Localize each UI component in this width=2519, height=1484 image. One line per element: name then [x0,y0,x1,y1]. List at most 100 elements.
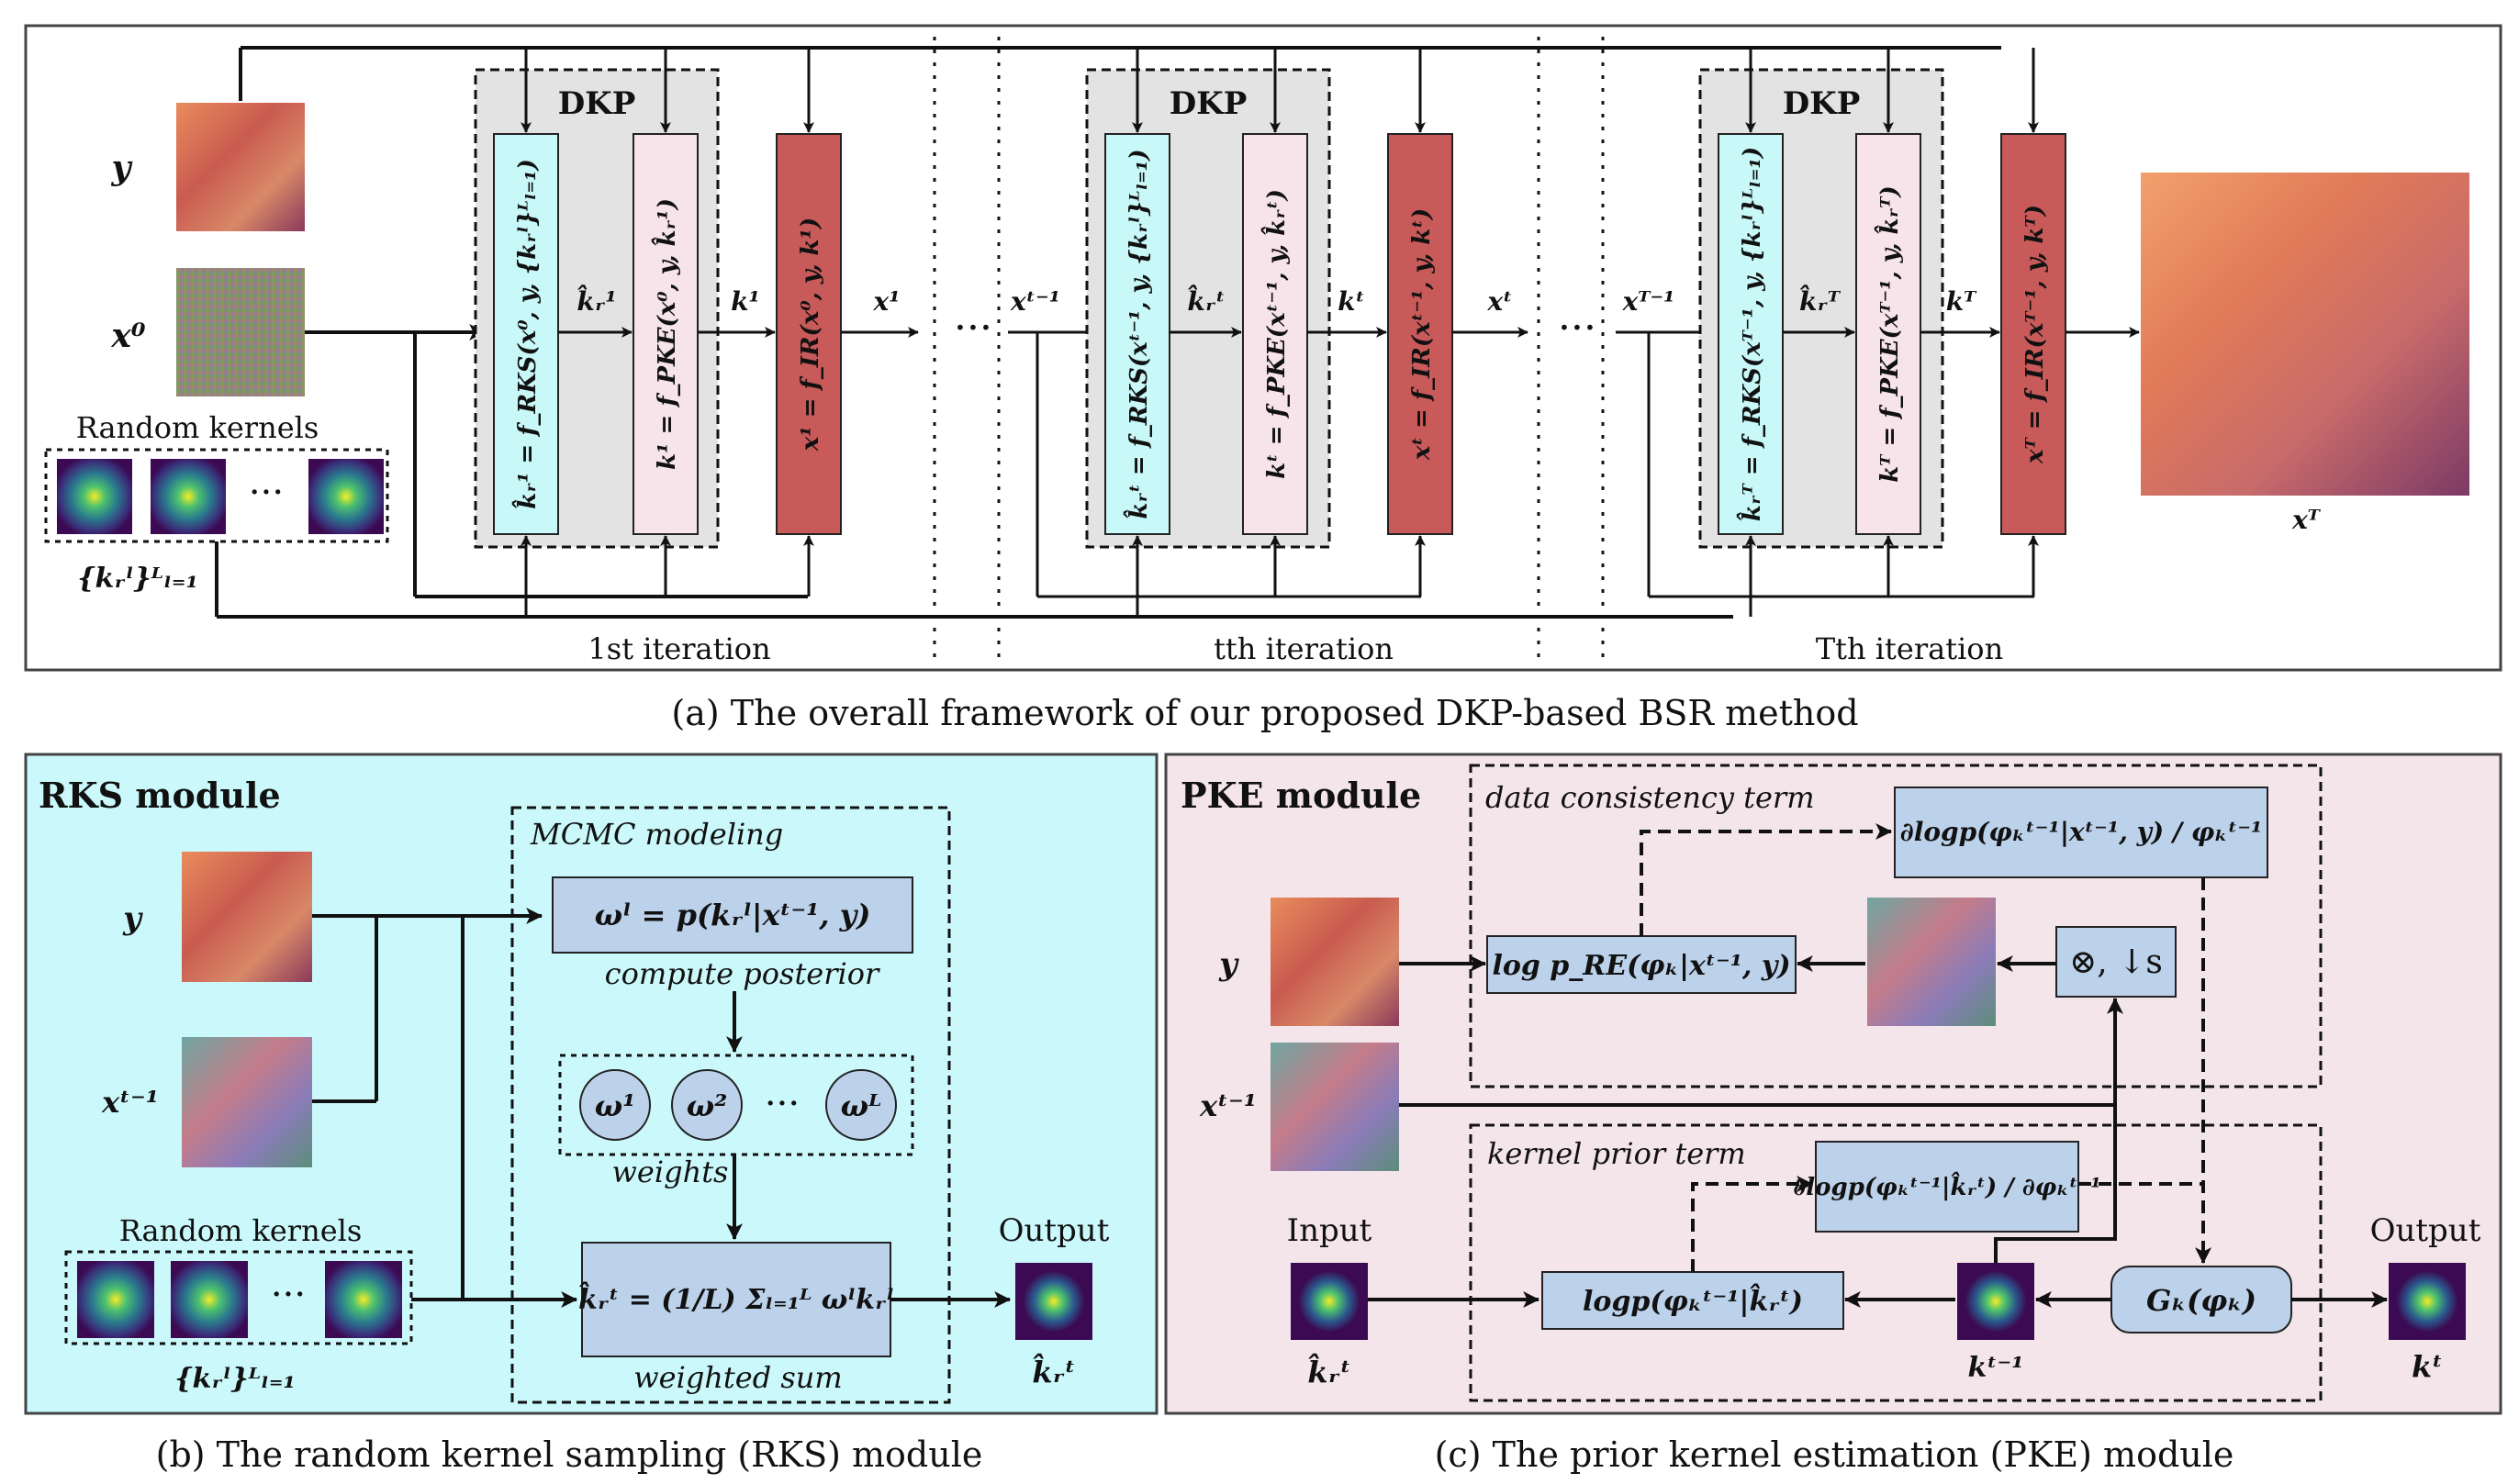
ir-formula-t: xᵗ = f_IR(xᵗ⁻¹, y, kᵗ) [1408,208,1436,461]
mcmc-label: MCMC modeling [530,817,783,852]
iteration-label-T: Tth iteration [1816,631,2003,666]
output-kernel-b [1015,1263,1092,1340]
x-in-label-T: xᵀ⁻¹ [1622,286,1675,317]
generator-label: Gₖ(φₖ) [2146,1283,2256,1318]
output-kernel-c [2389,1263,2466,1340]
label-y: y [111,149,133,187]
input-label-c: k̂ᵣᵗ [1307,1353,1350,1389]
log-prior-formula: logp(φₖᵗ⁻¹|k̂ᵣᵗ) [1583,1284,1803,1318]
posterior-formula: ωˡ = p(kᵣˡ|xᵗ⁻¹, y) [595,898,871,932]
random-kernels-label-b: Random kernels [119,1213,363,1248]
output-label-b: k̂ᵣᵗ [1032,1353,1075,1389]
caption-b: (b) The random kernel sampling (RKS) mod… [156,1434,983,1475]
ir-block-T [2000,133,2066,535]
panel-b-title: RKS module [39,775,281,816]
label-x0: x⁰ [110,317,145,355]
prior-term-box [1469,1123,2323,1402]
output-title-b: Output [999,1212,1110,1249]
weight-circle-2 [671,1069,743,1141]
weighted-sum-box [581,1242,891,1357]
kernel-icon-2 [151,459,226,534]
ir-formula-1: x¹ = f_IR(x⁰, y, k¹) [797,218,824,452]
weight-circle-1 [579,1069,651,1141]
x-out-label-1: x¹ [873,286,901,317]
output-label-c: kᵗ [2412,1349,2443,1384]
kernel-icon-3 [308,459,384,534]
khat-label-t: k̂ᵣᵗ [1187,285,1225,317]
weighted-sum-caption: weighted sum [633,1360,842,1395]
weight-label-1: ω¹ [595,1088,635,1123]
pke-formula-T: kᵀ = f_PKE(xᵀ⁻¹, y, k̂ᵣᵀ) [1874,185,1904,482]
kernel-ellipsis: ··· [249,472,284,514]
kernel-set-label: {kᵣˡ}ᴸₗ₌₁ [77,563,198,595]
ir-block-1 [776,133,842,535]
kernel-kt1-c [1957,1263,2034,1340]
grad-prior-box [1815,1141,2079,1233]
rks-formula-1: k̂ᵣ¹ = f_RKS(x⁰, y, {kᵣˡ}ᴸₗ₌₁) [511,159,542,509]
posterior-caption: compute posterior [605,956,880,991]
log-pre-box [1486,935,1797,994]
weights-caption: weights [612,1155,729,1189]
mcmc-box [510,806,951,1404]
weights-ellipsis: ··· [765,1083,800,1125]
kt1-label-c: kᵗ⁻¹ [1968,1352,2024,1384]
label-y-c: y [1218,946,1239,983]
output-label-xT: xᵀ [2291,505,2322,535]
random-kernels-box [44,448,389,543]
panel-a: y x⁰ Random kernels ··· {kᵣˡ}ᴸₗ₌₁ DKP k̂… [24,24,2502,733]
input-image-x-b [182,1037,312,1167]
dkp-label-1: DKP [558,85,636,122]
log-pre-formula: log p_RE(φₖ|xᵗ⁻¹, y) [1492,950,1790,982]
khat-label-T: k̂ᵣᵀ [1799,285,1842,317]
stage-T: xᵀ⁻¹ DKP k̂ᵣᵀ = f_RKS(xᵀ⁻¹, y, {kᵣˡ}ᴸₗ₌₁… [1616,48,2140,666]
x-out-label-t: xᵗ [1486,286,1512,317]
iteration-label-t: tth iteration [1214,631,1394,666]
grad-data-box [1894,787,2268,878]
pke-block-t [1242,133,1308,535]
weighted-sum-formula: k̂ᵣᵗ = (1/L) Σₗ₌₁ᴸ ωˡkᵣˡ [578,1282,894,1316]
kernel-icon-b1 [77,1261,154,1338]
output-image-xT [2141,173,2469,496]
grad-data-formula: ∂logp(φₖᵗ⁻¹|xᵗ⁻¹, y) / φₖᵗ⁻¹ [1900,817,2263,847]
input-title-c: Input [1287,1212,1372,1249]
kernel-ellipsis-b: ··· [271,1274,306,1316]
pke-formula-1: k¹ = f_PKE(x⁰, y, k̂ᵣ¹) [651,198,681,470]
pke-block-T [1855,133,1921,535]
ir-formula-T: xᵀ = f_IR(xᵀ⁻¹, y, kᵀ) [2021,205,2049,464]
label-y-b: y [122,900,143,937]
grad-prior-formula: ∂logp(φₖᵗ⁻¹|k̂ᵣᵗ) / ∂φₖᵗ⁻¹ [1793,1171,2100,1201]
caption-a: (a) The overall framework of our propose… [671,693,1858,733]
kernel-icon-b2 [171,1261,248,1338]
k-label-T: kᵀ [1946,286,1977,317]
dkp-label-T: DKP [1783,85,1861,122]
ellipsis-a2: ··· [1558,305,1596,351]
input-image-x0 [176,268,305,396]
data-term-box [1469,764,2323,1088]
rks-formula-T: k̂ᵣᵀ = f_RKS(xᵀ⁻¹, y, {kᵣˡ}ᴸₗ₌₁) [1736,147,1766,521]
ellipsis-a1: ··· [954,305,992,351]
rks-formula-t: k̂ᵣᵗ = f_RKS(xᵗ⁻¹, y, {kᵣˡ}ᴸₗ₌₁) [1123,149,1153,519]
pke-block-1 [633,133,699,535]
label-x-b: xᵗ⁻¹ [101,1085,159,1120]
rks-block-1 [493,133,559,535]
posterior-box [552,876,913,954]
pke-formula-t: kᵗ = f_PKE(xᵗ⁻¹, y, k̂ᵣᵗ) [1260,189,1291,479]
random-kernels-label: Random kernels [76,410,319,445]
conv-down-label: ⊗, ↓s [2069,943,2163,981]
weight-label-2: ω² [687,1088,727,1123]
panel-c-title: PKE module [1181,775,1421,816]
rks-block-T [1718,133,1784,535]
label-x-c: xᵗ⁻¹ [1199,1088,1257,1123]
caption-c: (c) The prior kernel estimation (PKE) mo… [1435,1434,2234,1475]
k-label-t: kᵗ [1338,286,1365,317]
input-kernel-c [1291,1263,1368,1340]
ir-block-t [1387,133,1453,535]
conv-down-box [2055,926,2177,998]
k-label-1: k¹ [731,286,760,317]
iteration-label-1: 1st iteration [588,631,770,666]
panel-c: PKE module data consistency term ∂logp(φ… [1164,753,2502,1475]
khat-label-1: k̂ᵣ¹ [577,285,616,317]
log-prior-box [1541,1271,1844,1330]
weight-label-L: ωᴸ [841,1088,882,1123]
